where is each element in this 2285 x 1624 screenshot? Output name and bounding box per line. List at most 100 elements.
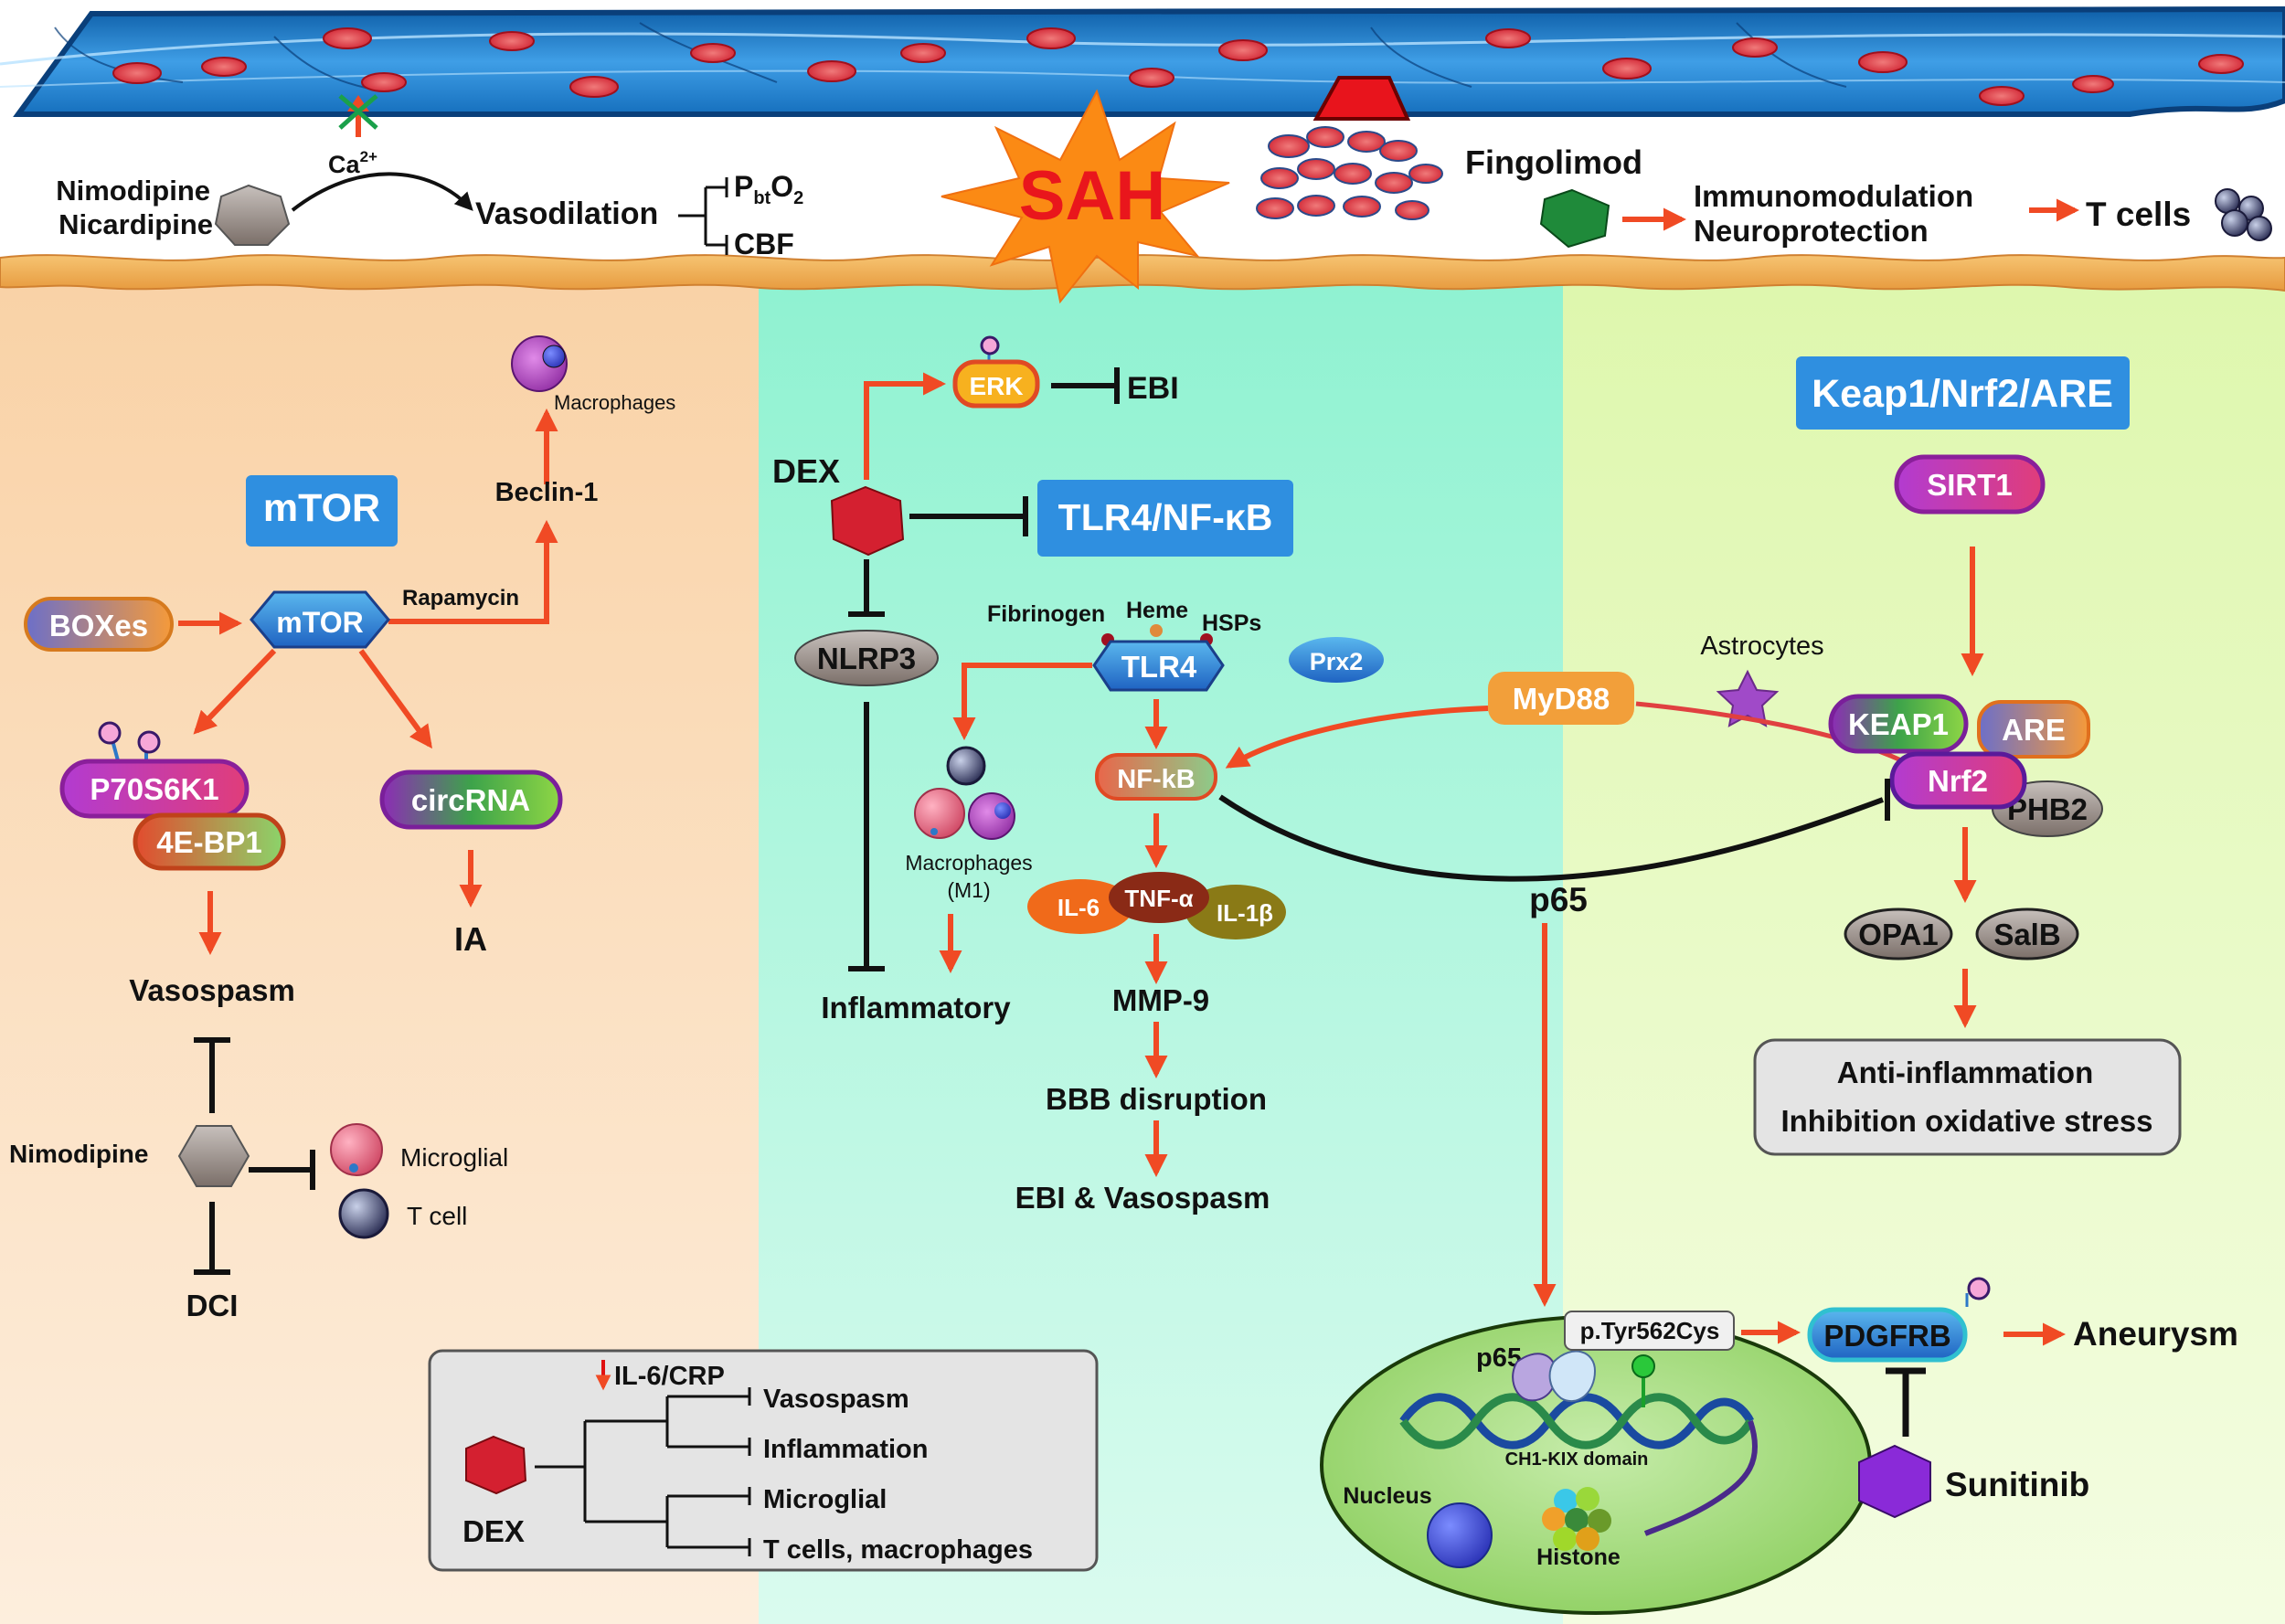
sirt1-label: SIRT1	[1927, 468, 2013, 502]
tnf-label: TNF-α	[1124, 885, 1193, 912]
histone-label: Histone	[1536, 1544, 1621, 1570]
circrna-node	[379, 770, 563, 830]
top-drug-nimodipine: Nimodipine	[56, 175, 210, 207]
p65-label: p65	[1529, 881, 1588, 918]
opa1-node	[1844, 908, 1953, 961]
bbb-label: BBB disruption	[1046, 1082, 1267, 1116]
sunitinib-label: Sunitinib	[1945, 1466, 2089, 1503]
fingolimod-group: Fingolimod Immunomodulation Neuroprotect…	[1465, 143, 2272, 249]
brain-membrane	[0, 254, 2285, 292]
nlrp3-node	[794, 630, 939, 686]
p65-protein-icon	[1512, 1350, 1597, 1403]
nrf2-node	[1889, 751, 2027, 810]
vessel-rupture	[1313, 76, 1411, 121]
il6-node	[1027, 879, 1133, 934]
mutation-marker-icon	[1631, 1354, 1655, 1378]
rapamycin-label: Rapamycin	[402, 586, 519, 610]
anti-inflammation-label: Anti-inflammation	[1837, 1056, 2093, 1089]
calcium-channel-icon	[338, 94, 378, 137]
gray-hexagon-drug-icon	[214, 184, 291, 246]
mtor-title-box	[246, 475, 398, 547]
nimodipine-hexagon-icon	[177, 1125, 250, 1187]
microglial-label: Microglial	[400, 1143, 508, 1172]
antiinflammation-box	[1753, 1038, 2182, 1156]
keap1-title: Keap1/Nrf2/ARE	[1812, 372, 2113, 416]
cbf-label: CBF	[734, 228, 794, 260]
pdgfrb-node	[1807, 1307, 1968, 1363]
mutation-box	[1564, 1311, 1735, 1351]
mmp9-label: MMP-9	[1112, 983, 1209, 1017]
sah-label: SAH	[1019, 157, 1165, 235]
top-nimodipine-group: Nimodipine Nicardipine Vasodilation PbtO…	[56, 94, 803, 260]
prx2-node	[1289, 637, 1384, 683]
legend-item-vasospasm: Vasospasm	[763, 1385, 909, 1414]
il1b-label: IL-1β	[1217, 899, 1273, 927]
top-drug-nicardipine: Nicardipine	[58, 208, 213, 240]
fingolimod-label: Fingolimod	[1465, 143, 1642, 181]
dci-label: DCI	[186, 1289, 239, 1322]
legend-dex-label: DEX	[462, 1514, 525, 1548]
pbto2-label: PbtO2	[734, 170, 803, 208]
t-cell-label: T cell	[407, 1202, 467, 1230]
keap1-node	[1828, 694, 1969, 754]
top-t-cells-label: T cells	[2086, 196, 2191, 233]
microglial-icon	[330, 1123, 383, 1176]
tlr4-node	[1092, 640, 1225, 692]
astrocyte-star-icon	[1716, 669, 1780, 727]
immunomodulation-label: Immunomodulation	[1694, 179, 1973, 213]
p70s6k1-label: P70S6K1	[90, 772, 218, 806]
legend-il6crp: IL-6/CRP	[614, 1362, 725, 1391]
neuroprotection-label: Neuroprotection	[1694, 214, 1929, 248]
tnf-node	[1109, 872, 1209, 923]
legend-item-tcells-macrophages: T cells, macrophages	[763, 1535, 1033, 1565]
tlr4-label: TLR4	[1121, 650, 1197, 684]
legend-item-microglial: Microglial	[763, 1485, 887, 1514]
m1-macrophages-label: Macrophages	[905, 851, 1032, 875]
keap1-title-box	[1796, 356, 2130, 430]
pdgfrb-label: PDGFRB	[1823, 1319, 1950, 1353]
beclin-label: Beclin-1	[495, 478, 599, 507]
ebi-vasospasm-label: EBI & Vasospasm	[1015, 1181, 1270, 1215]
leaked-blood-cells	[1256, 126, 1443, 220]
ia-label: IA	[454, 920, 487, 958]
boxes-label: BOXes	[49, 609, 148, 642]
keap1-label: KEAP1	[1848, 707, 1949, 741]
il1b-node	[1185, 885, 1286, 939]
fibrinogen-label: Fibrinogen	[987, 601, 1105, 627]
dex-hexagon-icon	[830, 485, 905, 557]
inflammatory-label: Inflammatory	[821, 991, 1011, 1024]
sirt1-node	[1894, 454, 2046, 515]
red-blood-cells	[112, 27, 2244, 106]
phospho-markers	[98, 721, 161, 766]
domain-label: CH1-KIX domain	[1505, 1449, 1649, 1470]
erk-label: ERK	[969, 372, 1023, 400]
nimodipine-left-label: Nimodipine	[9, 1140, 148, 1168]
salb-label: SalB	[1993, 918, 2060, 951]
legend-item-inflammation: Inflammation	[763, 1435, 928, 1464]
dex-label: DEX	[772, 452, 840, 490]
nucleolus-icon	[1427, 1502, 1493, 1568]
ebi-label: EBI	[1127, 371, 1179, 406]
mtor-node-label: mTOR	[276, 606, 363, 639]
salb-node	[1975, 908, 2079, 961]
sah-starburst: SAH	[941, 89, 1230, 304]
4ebp1-node	[133, 812, 286, 871]
macrophages-label: Macrophages	[554, 391, 675, 414]
boxes-node	[24, 597, 174, 652]
histone-cluster-icon	[1542, 1487, 1611, 1551]
t-cells-cluster-icon	[2215, 188, 2272, 241]
vasospasm-left-label: Vasospasm	[129, 973, 295, 1007]
vasodilation-label: Vasodilation	[475, 196, 658, 231]
prx2-label: Prx2	[1310, 648, 1364, 675]
mutation-label: p.Tyr562Cys	[1580, 1317, 1720, 1344]
tlr4nfkb-title: TLR4/NF-κB	[1058, 496, 1273, 538]
tlr4nfkb-title-box	[1037, 480, 1293, 557]
are-label: ARE	[2002, 713, 2066, 747]
mtor-title: mTOR	[263, 486, 380, 530]
sunitinib-hexagon-icon	[1858, 1444, 1931, 1519]
inhibition-oxidative-label: Inhibition oxidative stress	[1780, 1104, 2152, 1138]
astrocytes-label: Astrocytes	[1700, 632, 1823, 661]
aneurysm-label: Aneurysm	[2073, 1315, 2238, 1353]
are-node	[1977, 700, 2090, 759]
